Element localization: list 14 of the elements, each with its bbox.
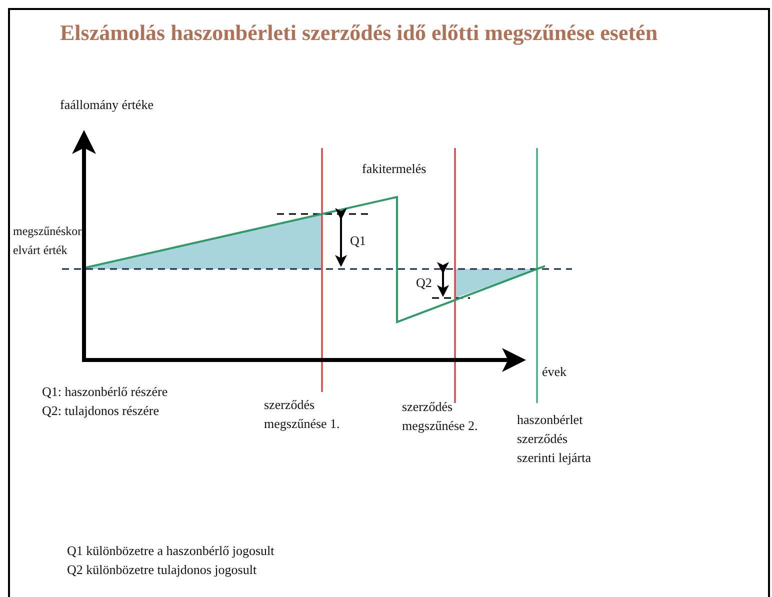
legend-text: Q2: tulajdonos részére [42, 402, 159, 420]
dimension-label: Q2 [416, 274, 432, 292]
slide-title: Elszámolás haszonbérleti szerződés idő előtti megszűnése esetén [60, 20, 658, 46]
axis-label: faállomány értéke [60, 96, 154, 114]
marker-label: szerződés megszűnése 1. [264, 396, 341, 433]
legend-text: Q1: haszonbérlő részére [42, 383, 168, 401]
marker-label: haszonbérlet szerződés szerinti lejárta [517, 411, 592, 467]
axis-label: évek [542, 363, 567, 381]
marker-label: szerződés megszűnése 2. [402, 398, 479, 435]
dimension-label: Q1 [350, 232, 366, 250]
note-text: Q2 különbözetre tulajdonos jogosult [67, 561, 257, 579]
note-text: Q1 különbözetre a haszonbérlő jogosult [67, 542, 274, 560]
axis-value-label: megszűnéskor elvárt érték [13, 223, 81, 259]
annotation-text: fakitermelés [362, 160, 426, 178]
